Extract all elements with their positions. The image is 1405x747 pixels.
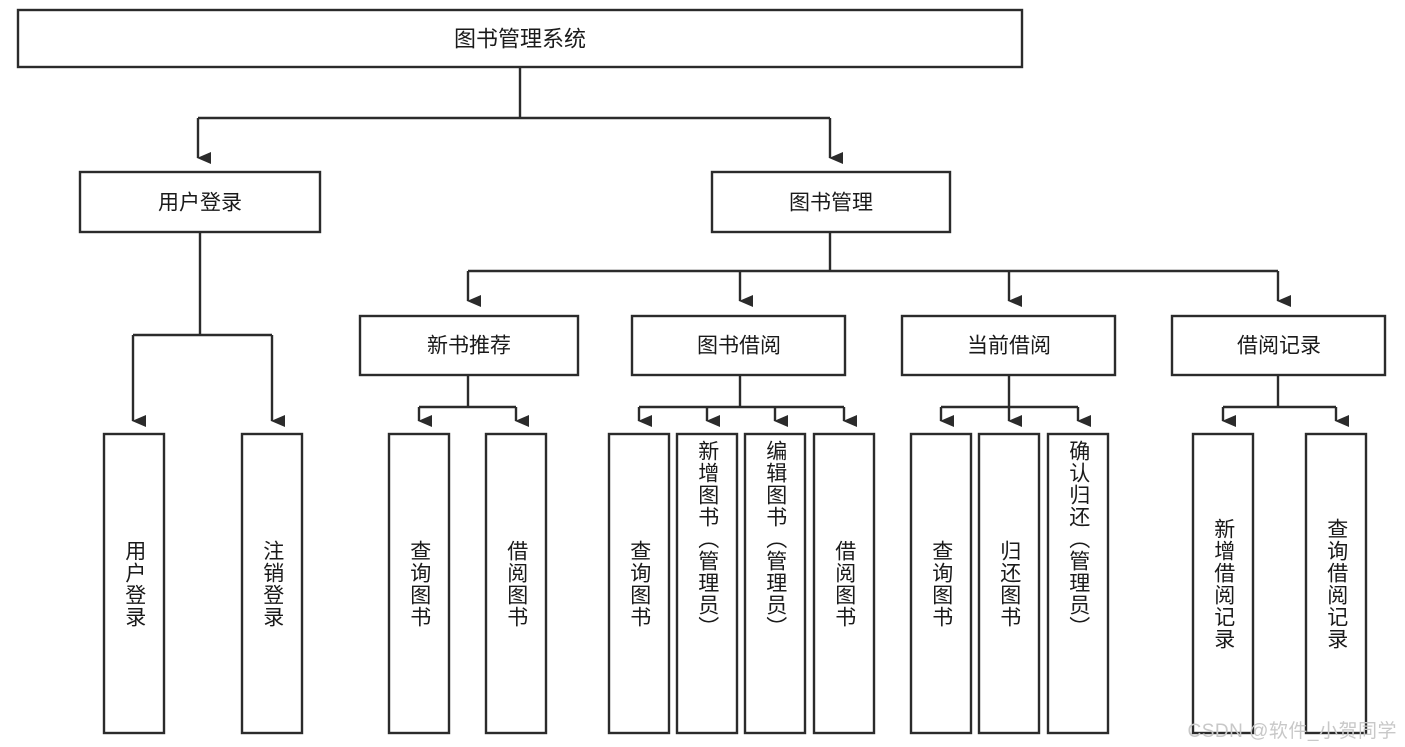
node-current-borrow-label: 当前借阅 — [967, 335, 1051, 358]
leaf-node-query-borrow-record[interactable] — [1304, 432, 1368, 735]
node-book-management-label: 图书管理 — [789, 192, 873, 215]
node-book-borrow[interactable]: 图书借阅 — [630, 314, 847, 377]
node-borrow-record-label: 借阅记录 — [1237, 335, 1321, 358]
leaf-node-add-borrow-record[interactable] — [1191, 432, 1255, 735]
leaf-node-add-book[interactable] — [675, 432, 739, 735]
connector-borrowrecord-to-leaves — [1221, 375, 1349, 427]
leaf-node-borrow-book-rec[interactable] — [484, 432, 548, 735]
watermark: CSDN @软件_小贺同学 — [1187, 721, 1397, 742]
connector-currentborrow-to-leaves — [939, 375, 1091, 427]
node-new-book-recommend-label: 新书推荐 — [427, 335, 511, 358]
node-borrow-record[interactable]: 借阅记录 — [1170, 314, 1387, 377]
node-user-login[interactable]: 用户登录 — [78, 170, 322, 234]
node-book-management[interactable]: 图书管理 — [710, 170, 952, 234]
leaf-node-return-book[interactable] — [977, 432, 1041, 735]
leaf-node-user-login[interactable] — [102, 432, 166, 735]
connector-userlogin-to-leaves — [131, 232, 285, 427]
node-root-label: 图书管理系统 — [454, 27, 586, 52]
leaf-node-borrow-book[interactable] — [812, 432, 876, 735]
leaf-node-query-book-rec[interactable] — [387, 432, 451, 735]
node-current-borrow[interactable]: 当前借阅 — [900, 314, 1117, 377]
connector-bookmgmt-to-level3 — [466, 232, 1291, 307]
node-user-login-label: 用户登录 — [158, 192, 242, 215]
connector-bookborrow-to-leaves — [637, 375, 857, 427]
connector-newbook-to-leaves — [417, 375, 529, 427]
leaf-node-query-book-current[interactable] — [909, 432, 973, 735]
node-root[interactable]: 图书管理系统 — [16, 8, 1024, 69]
leaf-node-query-book-borrow[interactable] — [607, 432, 671, 735]
leaf-node-edit-book[interactable] — [743, 432, 807, 735]
node-new-book-recommend[interactable]: 新书推荐 — [358, 314, 580, 377]
connector-root-to-level2 — [196, 67, 843, 164]
node-book-borrow-label: 图书借阅 — [697, 335, 781, 358]
leaf-node-confirm-return[interactable] — [1046, 432, 1110, 735]
leaf-node-logout[interactable] — [240, 432, 304, 735]
